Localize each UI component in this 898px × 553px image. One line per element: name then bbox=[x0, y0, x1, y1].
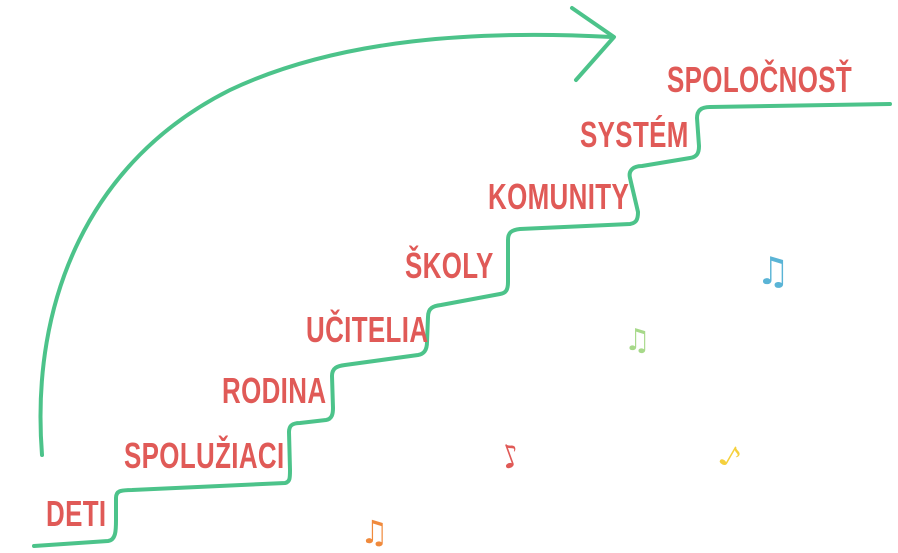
staircase-line bbox=[32, 102, 892, 548]
arrow-head bbox=[570, 6, 616, 82]
step-label-deti: DETI bbox=[46, 493, 107, 534]
step-label-spoluziaci: SPOLUŽIACI bbox=[124, 435, 285, 476]
step-label-system: SYSTÉM bbox=[580, 114, 689, 155]
beamed-notes-icon: ♫ bbox=[360, 513, 389, 551]
beamed-notes-icon: ♫ bbox=[624, 323, 651, 358]
step-label-ucitelia: UČITELIA bbox=[306, 309, 429, 350]
beamed-notes-icon: ♫ bbox=[756, 249, 791, 293]
curved-arrow-icon bbox=[38, 32, 614, 457]
step-label-rodina: RODINA bbox=[222, 370, 327, 411]
step-label-spolocnost: SPOLOČNOSŤ bbox=[667, 59, 853, 100]
step-label-skoly: ŠKOLY bbox=[405, 245, 494, 286]
step-label-komunity: KOMUNITY bbox=[488, 176, 630, 217]
